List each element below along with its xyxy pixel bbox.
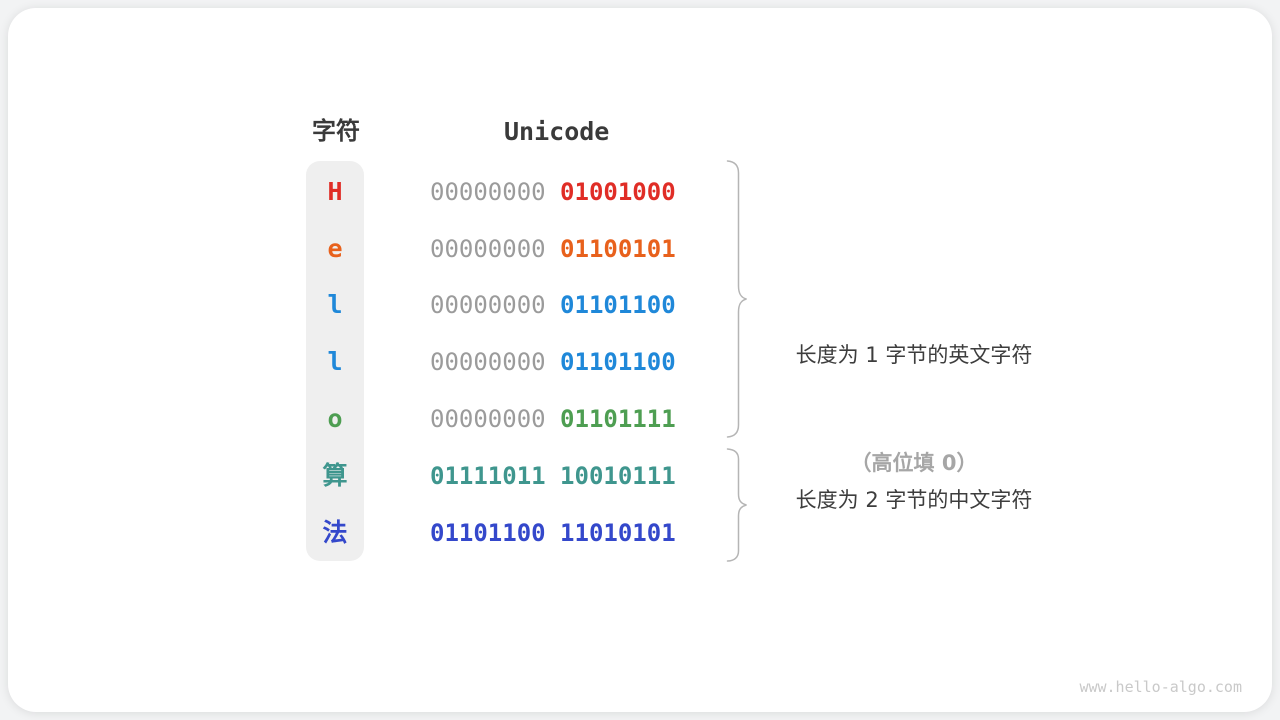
diagram-card <box>8 8 1272 712</box>
char-cell: o <box>327 404 343 433</box>
table-row: H 00000000 01001000 <box>0 177 1280 207</box>
curly-brace-group2-icon <box>726 448 747 562</box>
char-cell: e <box>327 234 343 263</box>
char-cell: l <box>327 347 343 376</box>
table-row: l 00000000 01101100 <box>0 290 1280 320</box>
table-row: 法 01101100 11010101 <box>0 518 1280 548</box>
byte-gap <box>546 235 560 263</box>
char-cell: 算 <box>322 461 348 490</box>
unicode-byte-low: 01101111 <box>560 405 676 433</box>
table-row: e 00000000 01100101 <box>0 234 1280 264</box>
unicode-byte-low: 10010111 <box>560 462 676 490</box>
unicode-byte-low: 01101100 <box>560 348 676 376</box>
byte-gap <box>546 405 560 433</box>
annotation-group1-line1: 长度为 1 字节的英文字符 <box>795 343 1033 367</box>
table-row: o 00000000 01101111 <box>0 404 1280 434</box>
table-row: l 00000000 01101100 <box>0 347 1280 377</box>
byte-gap <box>546 291 560 319</box>
unicode-byte-high: 00000000 <box>430 178 546 206</box>
unicode-byte-low: 11010101 <box>560 519 676 547</box>
char-cell: 法 <box>322 518 348 547</box>
table-row: 算 01111011 10010111 <box>0 461 1280 491</box>
unicode-byte-high: 00000000 <box>430 291 546 319</box>
unicode-byte-high: 01111011 <box>430 462 546 490</box>
watermark: www.hello-algo.com <box>1079 678 1242 696</box>
column-header-char: 字符 <box>312 117 360 145</box>
byte-gap <box>546 178 560 206</box>
char-cell: H <box>327 177 343 206</box>
byte-gap <box>546 519 560 547</box>
unicode-byte-low: 01100101 <box>560 235 676 263</box>
byte-gap <box>546 348 560 376</box>
unicode-byte-low: 01001000 <box>560 178 676 206</box>
unicode-byte-high: 01101100 <box>430 519 546 547</box>
unicode-byte-high: 00000000 <box>430 348 546 376</box>
unicode-byte-high: 00000000 <box>430 235 546 263</box>
unicode-byte-high: 00000000 <box>430 405 546 433</box>
annotation-group1-line2: （高位填 0） <box>850 451 978 475</box>
unicode-byte-low: 01101100 <box>560 291 676 319</box>
curly-brace-group1-icon <box>726 160 747 438</box>
column-header-unicode: Unicode <box>504 117 610 146</box>
annotation-group1: 长度为 1 字节的英文字符 （高位填 0） <box>754 265 1074 517</box>
byte-gap <box>546 462 560 490</box>
annotation-group2: 长度为 2 字节的中文字符 <box>795 488 1033 512</box>
char-cell: l <box>327 290 343 319</box>
char-column-background <box>306 161 364 561</box>
